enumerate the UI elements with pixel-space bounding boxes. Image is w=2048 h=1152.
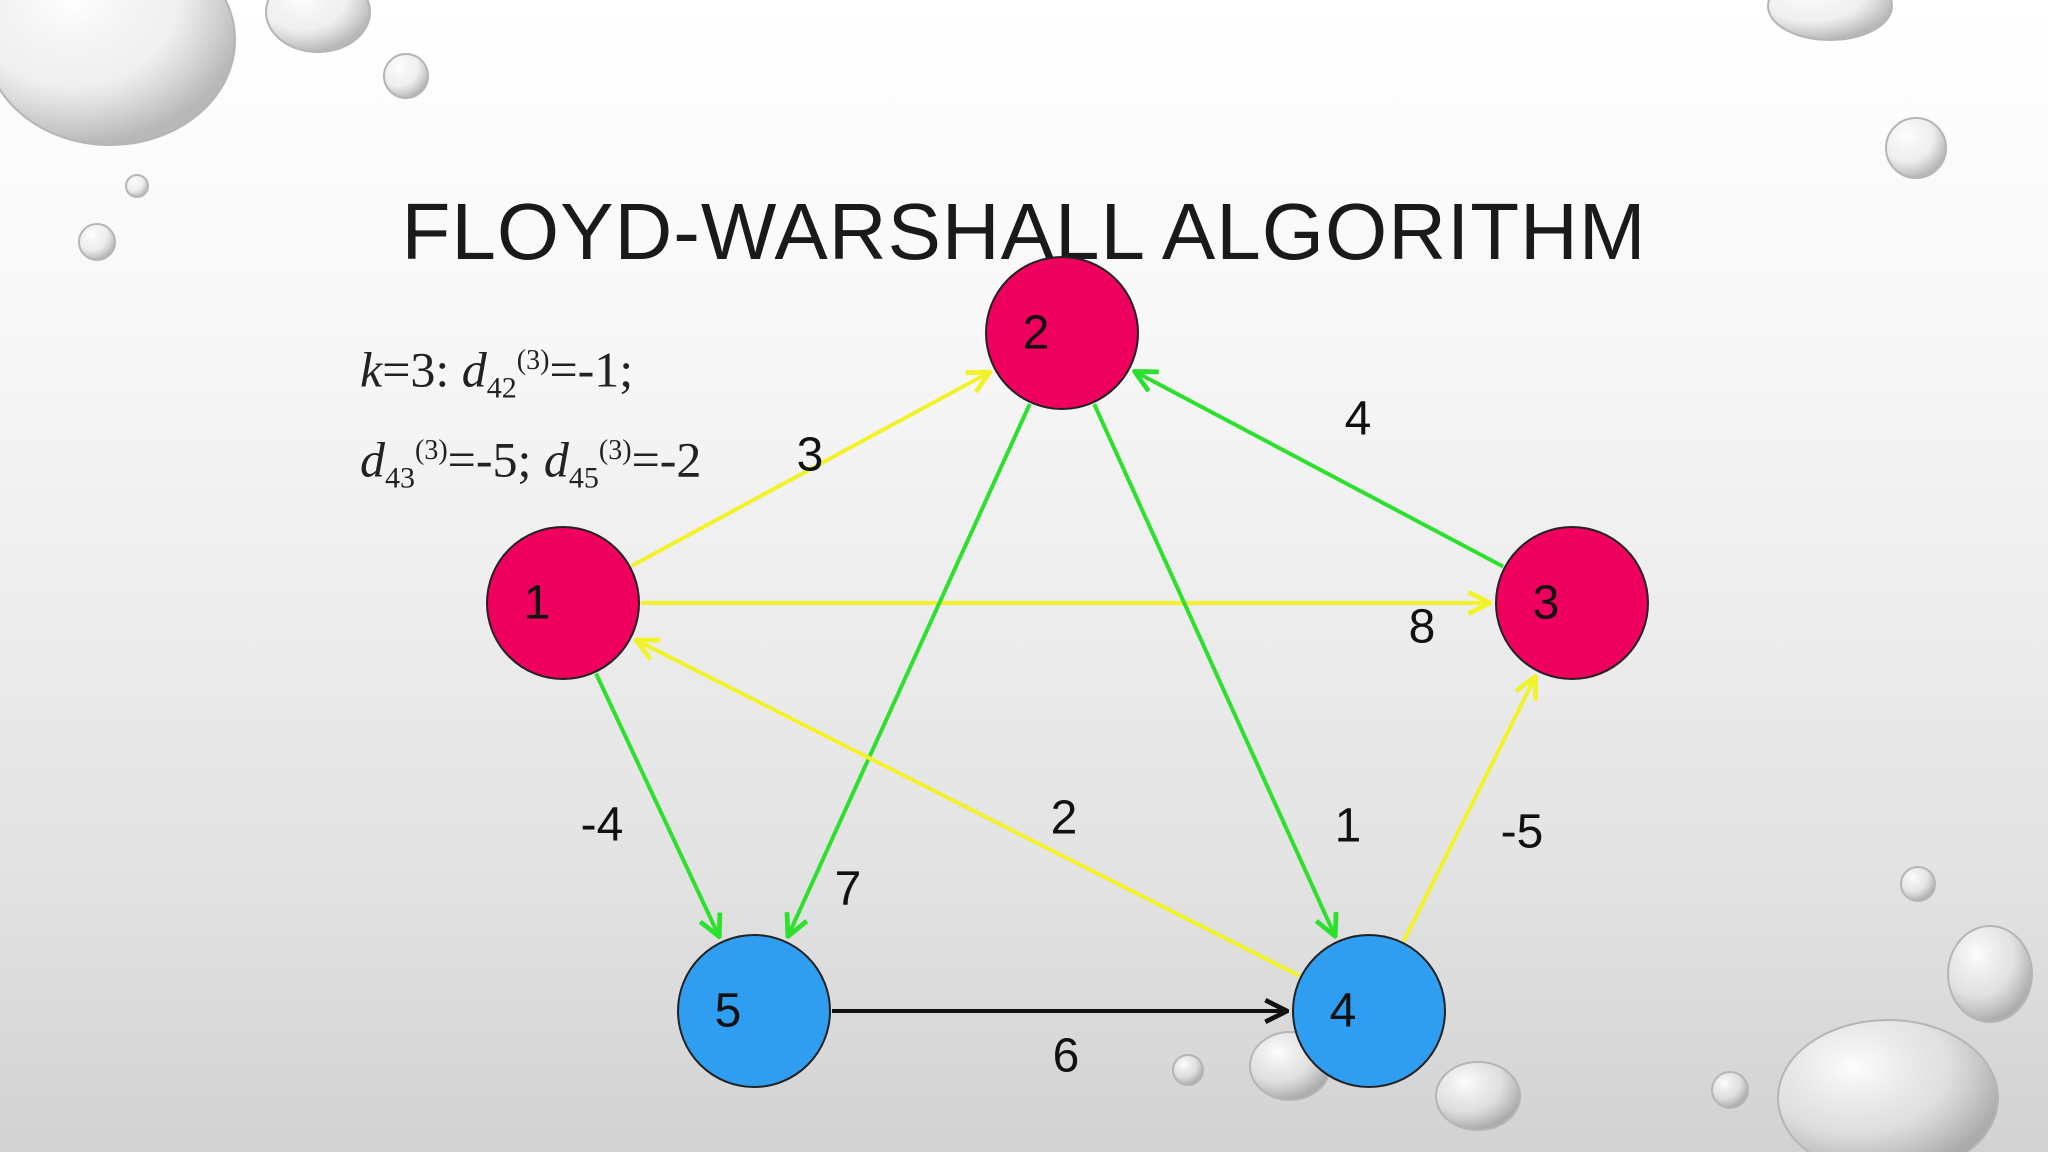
edge-3-2 [1134,371,1505,569]
edge-weight-label-4-1: 2 [1051,792,1078,845]
formula-k-equals: =3: [382,341,462,398]
drop-shape [1777,1019,1999,1152]
edge-weight-label-3-2: 4 [1345,393,1372,446]
drop-shape [1172,1054,1204,1086]
formula-d42-variable: d [461,341,487,398]
drop-shape [383,53,429,99]
drop-shape [1711,1071,1749,1109]
edge-1-2 [630,372,990,568]
formula-d45-superscript: (3) [598,434,632,466]
slide-title: FLOYD-WARSHALL ALGORITHM [401,187,1647,276]
formula-d45-value: =-2 [631,431,702,488]
formula-block: k=3: d42(3)=-1; d43(3)=-5; d45(3)=-2 [360,330,701,509]
drop-shape [0,0,236,146]
edge-weight-label-2-5: 7 [835,863,862,916]
node-2: 2 [985,256,1139,410]
node-label-1: 1 [524,577,551,630]
formula-d42-value: =-1; [549,341,634,398]
edge-weight-label-2-4: 1 [1335,800,1362,853]
formula-d43-value: =-5; [447,431,544,488]
node-1: 1 [486,526,640,680]
edge-weight-label-4-3: -5 [1501,806,1544,859]
drop-shape [1900,866,1936,902]
formula-k-variable: k [360,341,383,398]
formula-line-1: k=3: d42(3)=-1; [360,330,701,420]
edge-weight-label-1-2: 3 [797,429,824,482]
drop-shape [1435,1061,1521,1131]
formula-d45-variable: d [543,431,569,488]
formula-d43-superscript: (3) [415,434,448,466]
edge-2-5 [788,403,1032,936]
node-label-3: 3 [1533,577,1560,630]
formula-d43-variable: d [360,431,385,488]
edge-weight-label-1-5: -4 [581,799,624,852]
drop-shape [1767,0,1893,41]
edge-1-5 [594,672,719,937]
edge-4-3 [1401,676,1536,943]
drop-shape [265,0,371,53]
formula-d43-subscript: 43 [385,461,415,495]
formula-d42-subscript: 42 [486,371,517,405]
drop-shape [1885,117,1947,179]
node-label-4: 4 [1330,985,1357,1038]
edge-4-1 [636,640,1301,978]
drop-shape [1947,925,2033,1023]
node-circle-4 [1292,934,1446,1088]
edge-weight-label-1-3: 8 [1409,601,1436,654]
node-label-2: 2 [1023,307,1050,360]
edge-weight-label-5-4: 6 [1053,1030,1080,1083]
formula-d45-subscript: 45 [568,461,599,495]
node-circle-2 [985,256,1139,410]
node-5: 5 [677,934,831,1088]
drop-shape [78,223,116,261]
node-4: 4 [1292,934,1446,1088]
node-label-5: 5 [715,985,742,1038]
formula-d42-superscript: (3) [516,345,550,376]
formula-line-2: d43(3)=-5; d45(3)=-2 [360,420,701,510]
node-circle-3 [1495,526,1649,680]
drop-shape [125,174,149,198]
node-circle-5 [677,934,831,1088]
node-circle-1 [486,526,640,680]
edge-2-4 [1092,403,1335,936]
node-3: 3 [1495,526,1649,680]
